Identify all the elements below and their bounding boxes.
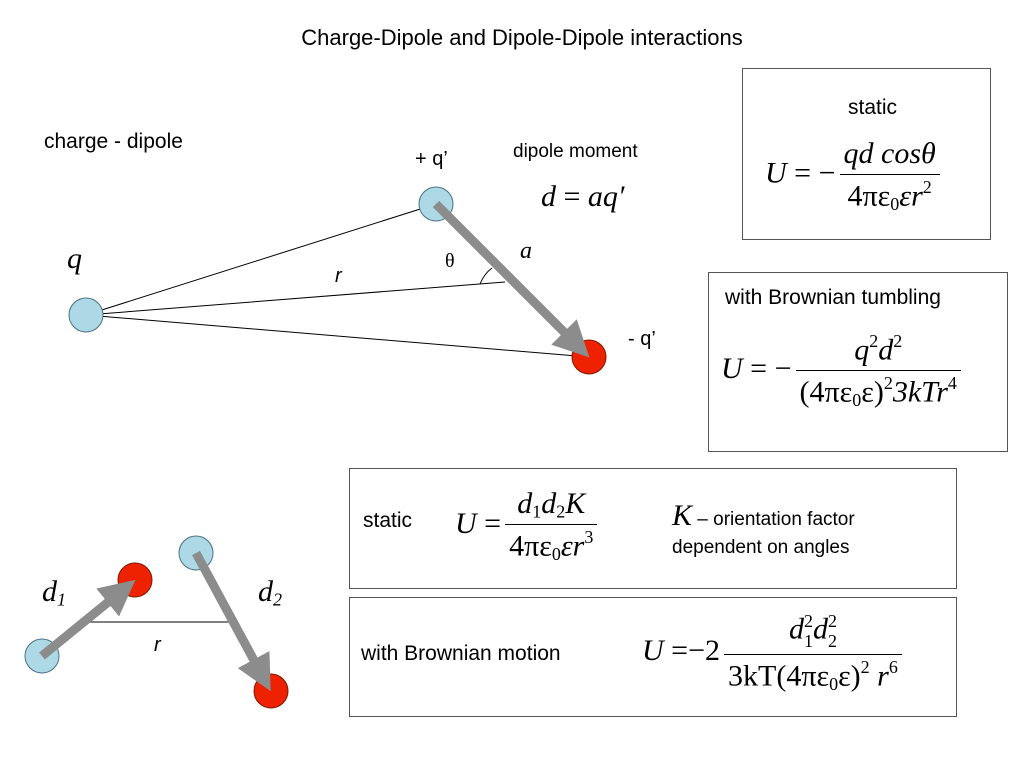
label-d2: d2 bbox=[258, 575, 282, 610]
dipole-moment-equation: d = aq′ bbox=[541, 180, 625, 213]
dd-label-r: r bbox=[154, 634, 161, 656]
line-q-to-minus bbox=[85, 314, 590, 358]
label-plus-q: + q’ bbox=[415, 148, 448, 170]
brownian-tumbling-box: with Brownian tumbling U = − q2d2 (4πε0ε… bbox=[708, 272, 1008, 452]
label-minus-q: - q’ bbox=[628, 328, 656, 350]
brownian-tumbling-label: with Brownian tumbling bbox=[725, 286, 941, 309]
k-description: K – orientation factor dependent on angl… bbox=[672, 499, 855, 559]
dd-static-box: static U = d1d2K 4πε0εr3 K – orientation… bbox=[349, 468, 957, 589]
static-box: static U = − qd cosθ 4πε0εr2 bbox=[742, 68, 991, 240]
label-d1: d1 bbox=[42, 575, 66, 610]
dd-brownian-label: with Brownian motion bbox=[361, 642, 561, 665]
page-title: Charge-Dipole and Dipole-Dipole interact… bbox=[301, 25, 743, 50]
brownian-tumbling-equation: U = − q2d2 (4πε0ε)23kTr4 bbox=[721, 331, 961, 411]
d1-arrow bbox=[39, 579, 136, 660]
d2-arrow bbox=[192, 550, 271, 692]
k-description-line1: orientation factor bbox=[713, 509, 855, 530]
dipole-moment-label: dipole moment bbox=[513, 141, 638, 162]
label-a: a bbox=[520, 238, 532, 264]
label-q: q bbox=[67, 242, 82, 275]
dipole-arrow bbox=[432, 200, 590, 358]
static-box-label: static bbox=[848, 96, 898, 119]
theta-arc bbox=[479, 267, 493, 285]
k-description-line2: dependent on angles bbox=[672, 537, 850, 558]
label-theta: θ bbox=[445, 250, 455, 272]
dd-static-equation: U = d1d2K 4πε0εr3 bbox=[455, 487, 598, 565]
line-q-to-center bbox=[85, 281, 506, 316]
dd-static-label: static bbox=[363, 509, 413, 532]
line-q-to-plus bbox=[85, 203, 437, 316]
charge-dipole-heading: charge - dipole bbox=[44, 130, 183, 153]
label-r: r bbox=[335, 265, 342, 287]
charge-q-ball bbox=[68, 297, 104, 333]
k-symbol: K bbox=[672, 499, 693, 532]
static-equation: U = − qd cosθ 4πε0εr2 bbox=[765, 137, 940, 214]
